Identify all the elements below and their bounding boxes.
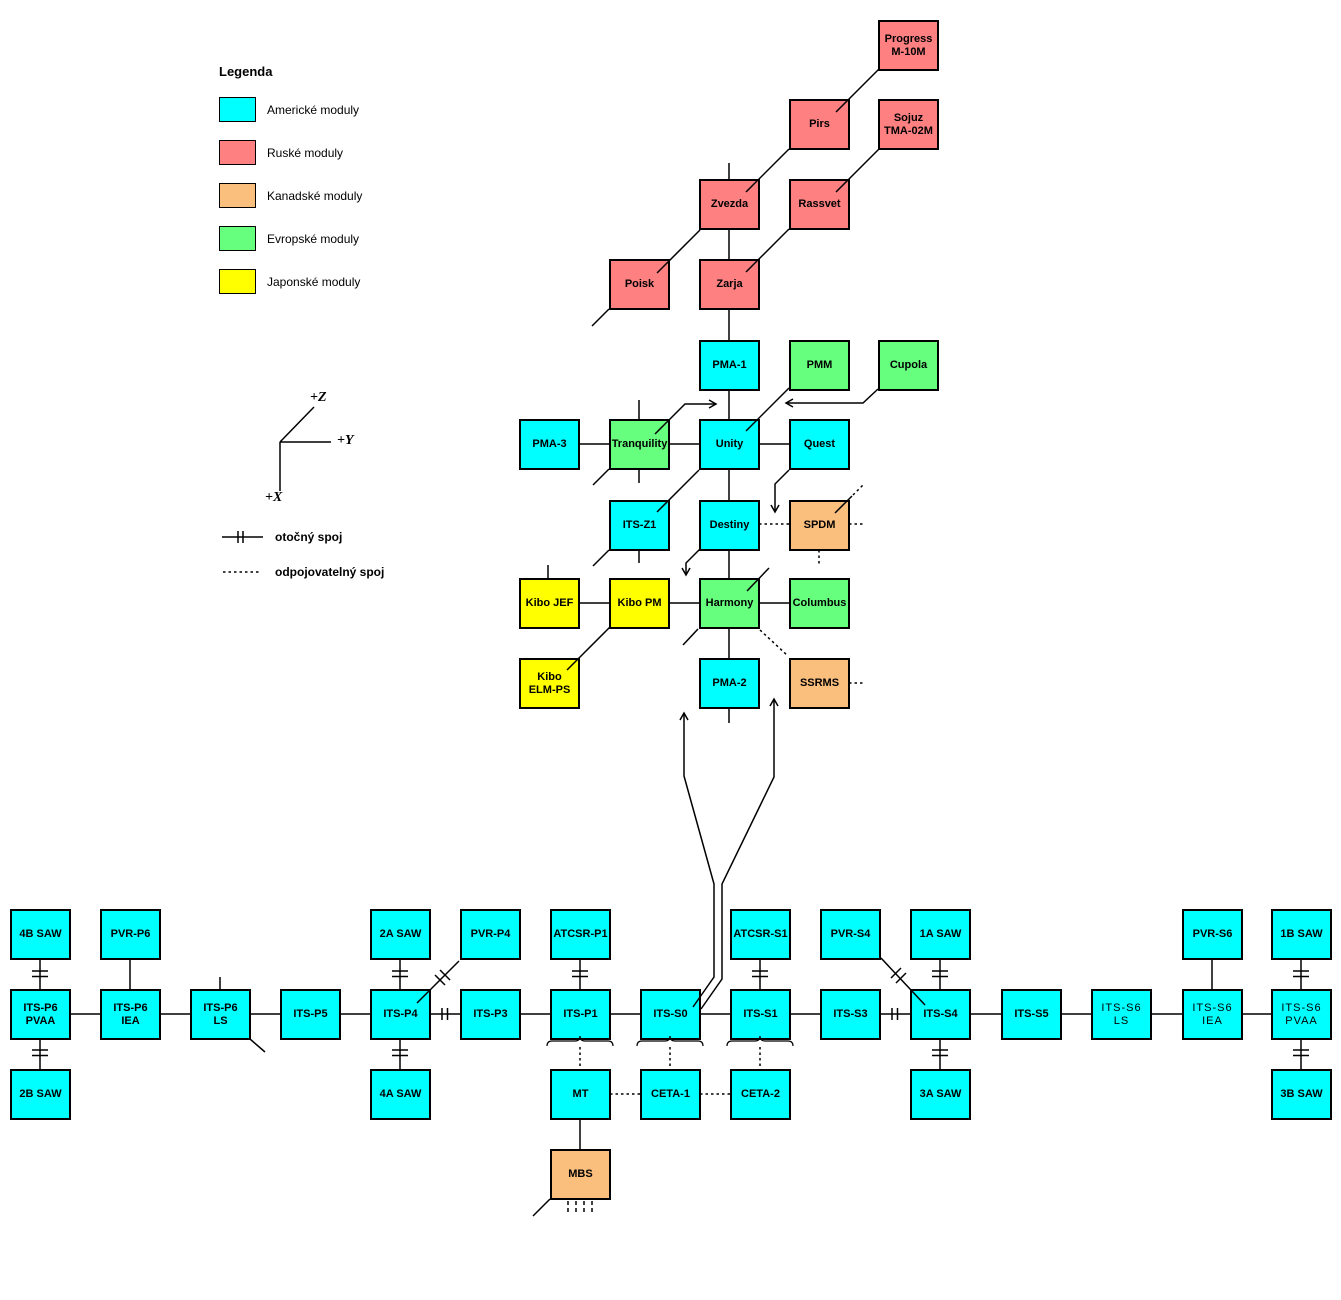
legend-label: Ruské moduly [267, 145, 344, 160]
legend-label: Evropské moduly [267, 231, 360, 246]
legend-item-american: Americké moduly [219, 97, 362, 122]
module-pvr-p6: PVR-P6 [100, 909, 161, 960]
module-rassvet: Rassvet [789, 179, 850, 230]
module-its-s3: ITS-S3 [820, 989, 881, 1040]
legend-item-european: Evropské moduly [219, 226, 362, 251]
module-pirs: Pirs [789, 99, 850, 150]
module-3b-saw: 3B SAW [1271, 1069, 1332, 1120]
axis-label-z: +Z [310, 390, 327, 405]
module-kibo-pm: Kibo PM [609, 578, 670, 629]
legend-item-japanese: Japonské moduly [219, 269, 362, 294]
legend-swatch-japanese [219, 269, 256, 294]
module-columbus: Columbus [789, 578, 850, 629]
module-2a-saw: 2A SAW [370, 909, 431, 960]
module-quest: Quest [789, 419, 850, 470]
module-destiny: Destiny [699, 500, 760, 551]
module-pvr-s4: PVR-S4 [820, 909, 881, 960]
legend-rotary-joint: otočný spoj [221, 529, 342, 545]
module-3a-saw: 3A SAW [910, 1069, 971, 1120]
module-atcsr-p1: ATCSR-P1 [550, 909, 611, 960]
legend-item-canadian: Kanadské moduly [219, 183, 362, 208]
module-its-p1: ITS-P1 [550, 989, 611, 1040]
legend-swatch-canadian [219, 183, 256, 208]
rotary-joint-icon [222, 531, 263, 543]
axis-label-y: +Y [337, 433, 354, 448]
legend-detachable-joint: odpojovatelný spoj [221, 564, 384, 580]
module-its-s5: ITS-S5 [1001, 989, 1062, 1040]
module-1a-saw: 1A SAW [910, 909, 971, 960]
module-poisk: Poisk [609, 259, 670, 310]
legend-swatch-american [219, 97, 256, 122]
rotary-joint-label: otočný spoj [275, 530, 343, 544]
module-ssrms: SSRMS [789, 658, 850, 709]
module-kibo-jef: Kibo JEF [519, 578, 580, 629]
module-pma-1: PMA-1 [699, 340, 760, 391]
module-harmony: Harmony [699, 578, 760, 629]
module-4b-saw: 4B SAW [10, 909, 71, 960]
module-pvr-p4: PVR-P4 [460, 909, 521, 960]
module-tranquility: Tranquility [609, 419, 670, 470]
module-ceta-1: CETA-1 [640, 1069, 701, 1120]
module-its-s1: ITS-S1 [730, 989, 791, 1040]
module-ceta-2: CETA-2 [730, 1069, 791, 1120]
module-unity: Unity [699, 419, 760, 470]
module-pvr-s6: PVR-S6 [1182, 909, 1243, 960]
module-pma-2: PMA-2 [699, 658, 760, 709]
legend-swatch-european [219, 226, 256, 251]
module-its-s4: ITS-S4 [910, 989, 971, 1040]
module-pmm: PMM [789, 340, 850, 391]
legend-title: Legenda [219, 64, 273, 79]
module-zarja: Zarja [699, 259, 760, 310]
module-pma-3: PMA-3 [519, 419, 580, 470]
detachable-joint-icon [223, 571, 259, 573]
axis-tripod [279, 406, 331, 491]
module-its-p5: ITS-P5 [280, 989, 341, 1040]
module-spdm: SPDM [789, 500, 850, 551]
axis-label-x: +X [265, 490, 283, 505]
module-1b-saw: 1B SAW [1271, 909, 1332, 960]
legend-swatch-russian [219, 140, 256, 165]
module-mt: MT [550, 1069, 611, 1120]
module-its-p4: ITS-P4 [370, 989, 431, 1040]
module-4a-saw: 4A SAW [370, 1069, 431, 1120]
module-2b-saw: 2B SAW [10, 1069, 71, 1120]
detachable-joint-label: odpojovatelný spoj [275, 565, 385, 579]
module-its-s0: ITS-S0 [640, 989, 701, 1040]
module-atcsr-s1: ATCSR-S1 [730, 909, 791, 960]
truss-to-destiny-connectors [679, 697, 779, 1010]
legend-label: Japonské moduly [267, 274, 361, 289]
module-cupola: Cupola [878, 340, 939, 391]
legend-label: Americké moduly [267, 102, 360, 117]
module-zvezda: Zvezda [699, 179, 760, 230]
legend-item-russian: Ruské moduly [219, 140, 362, 165]
module-its-p3: ITS-P3 [460, 989, 521, 1040]
legend-label: Kanadské moduly [267, 188, 363, 203]
module-mbs: MBS [550, 1149, 611, 1200]
module-its-z1: ITS-Z1 [609, 500, 670, 551]
